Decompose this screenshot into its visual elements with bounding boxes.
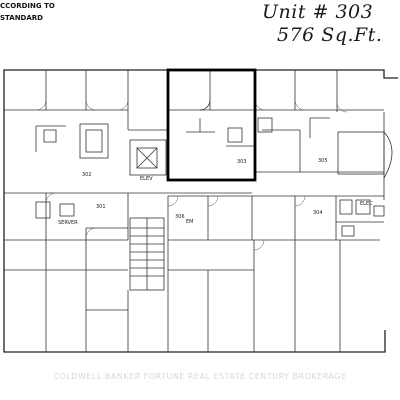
area-annotation: 576 Sq.Ft. (277, 24, 383, 46)
server-room-label: SERVER (58, 220, 78, 226)
unit-303-interior (168, 70, 255, 147)
electrical-room-label: ELEC (360, 201, 373, 207)
em-label: EM (186, 219, 194, 225)
unit-303-highlight (166, 68, 257, 182)
door-swings (35, 99, 348, 251)
room-301-label: 301 (96, 204, 106, 210)
room-302-label: 302 (82, 172, 92, 178)
standard-note-line1: CCORDING TO (0, 2, 55, 10)
brokerage-watermark: COLDWELL BANKER FORTUNE REAL ESTATE CENT… (53, 372, 347, 381)
room-303-label: 303 (237, 159, 247, 165)
interior-walls (4, 70, 393, 352)
elevator-label: ELEV (140, 176, 153, 182)
room-306-label: 306 (175, 214, 185, 220)
room-304-label: 304 (313, 210, 323, 216)
room-305-label: 305 (318, 158, 328, 164)
unit-number-annotation: Unit # 303 (262, 1, 374, 23)
outer-walls (3, 69, 398, 353)
standard-note-line2: STANDARD (0, 14, 43, 22)
